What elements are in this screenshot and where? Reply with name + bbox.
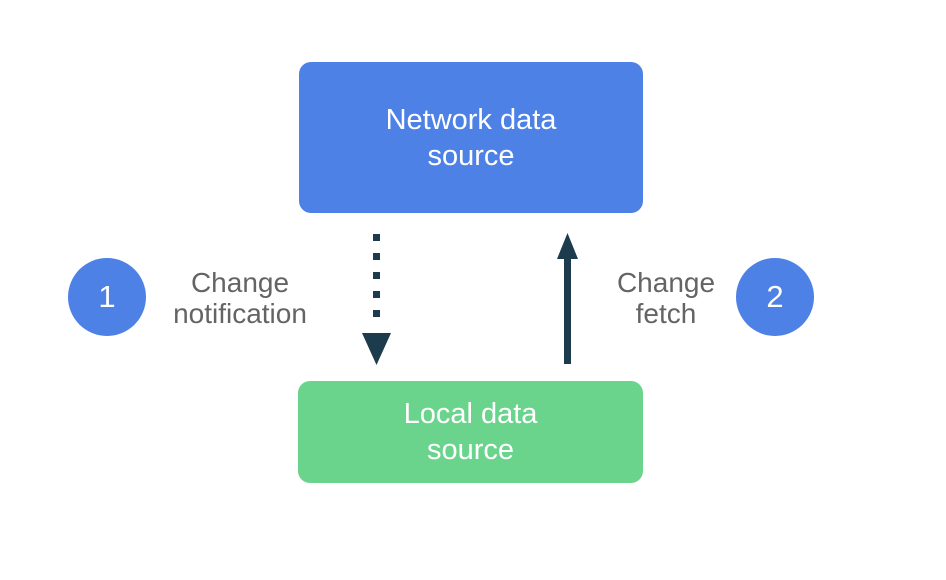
step-2-badge: 2 (736, 258, 814, 336)
change-fetch-label: Change fetch (546, 267, 786, 329)
step-1-number: 1 (98, 279, 116, 314)
change-fetch-label-line1: Change (616, 267, 716, 298)
local-box-label-line1: Local data (403, 398, 538, 430)
change-notification-arrowhead-icon (362, 333, 391, 365)
step-1-badge: 1 (68, 258, 146, 336)
network-box-label-line1: Network data (385, 103, 557, 136)
change-notification-label-line2: notification (173, 298, 307, 329)
local-box-label-line2: source (426, 434, 515, 466)
local-data-source-box: Local data source (298, 381, 643, 483)
step-2-number: 2 (766, 279, 784, 314)
change-fetch-label-line2: fetch (635, 298, 697, 329)
network-box-label-line2: source (427, 139, 515, 172)
change-notification-label: Change notification (120, 267, 360, 329)
change-fetch-arrowhead-icon (557, 233, 578, 259)
change-notification-label-line1: Change (190, 267, 290, 298)
network-data-source-box: Network data source (299, 62, 643, 213)
